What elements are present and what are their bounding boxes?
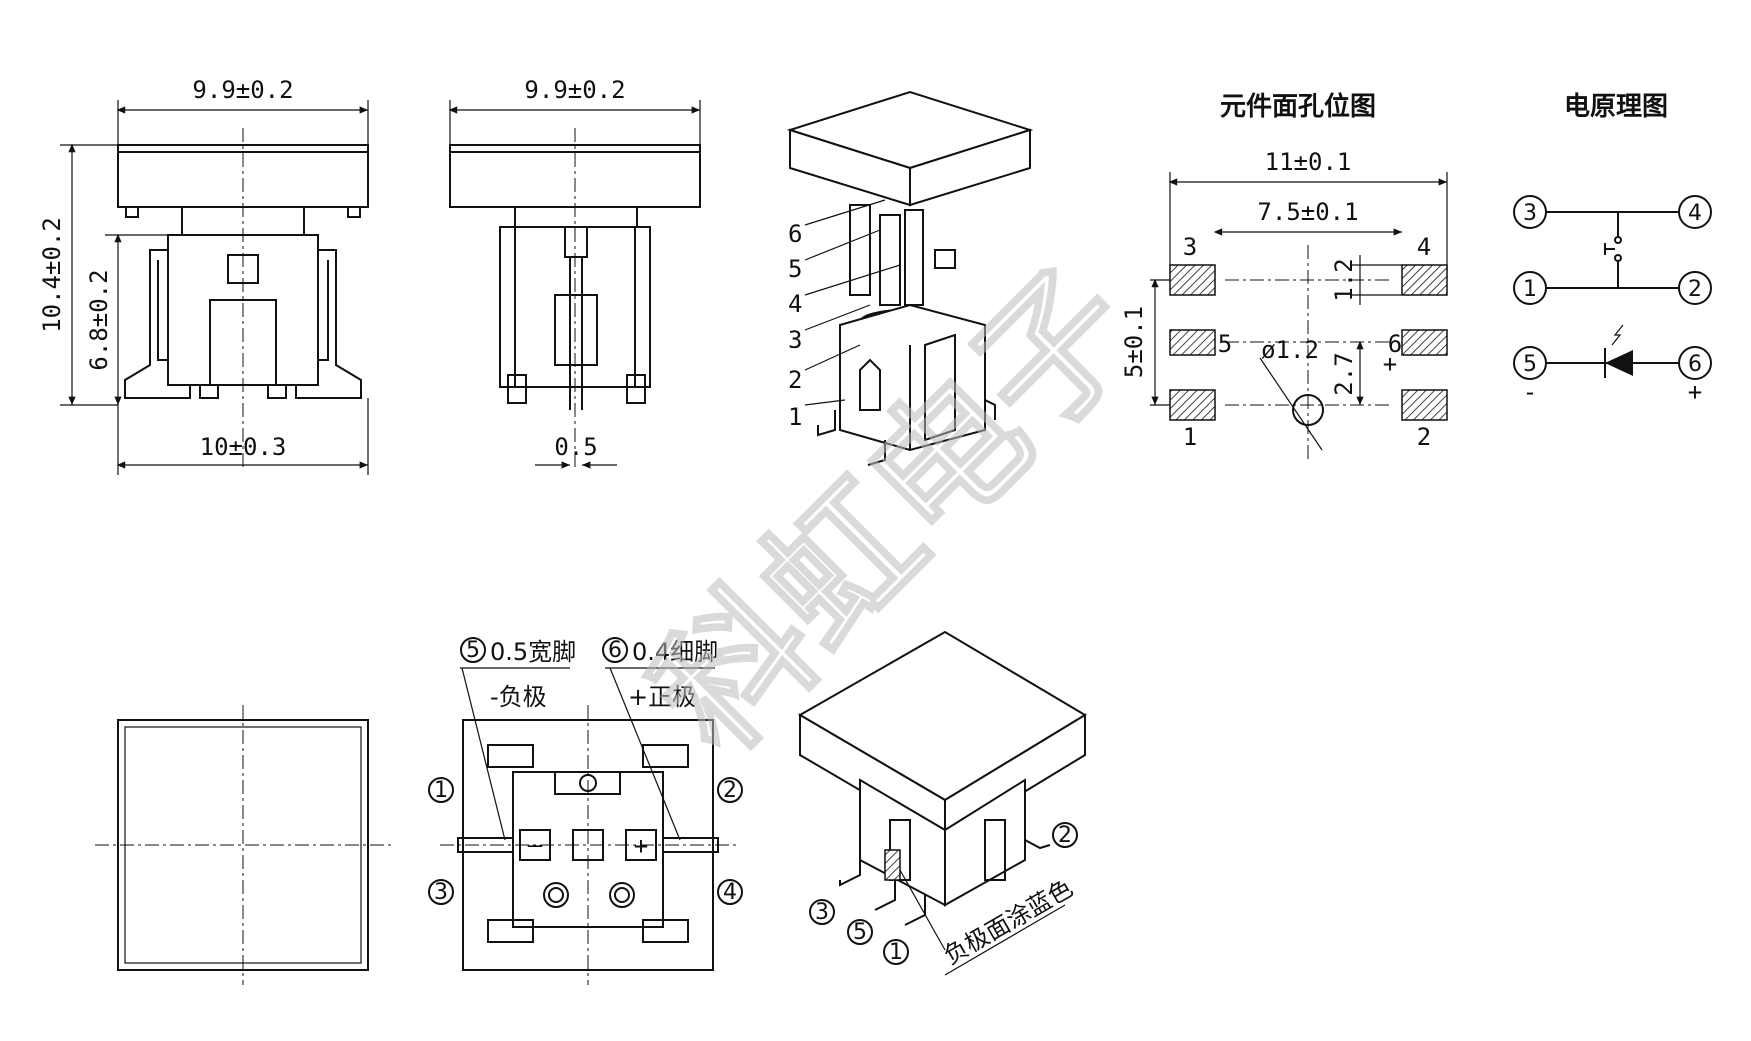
- footprint-inner-width: 7.5±0.1: [1257, 198, 1358, 226]
- footprint-vertical-span: 5±0.1: [1120, 306, 1148, 378]
- pad-label-6: 6: [1388, 330, 1402, 358]
- bottom-label-6: 6: [608, 638, 622, 663]
- bottom-label-1: 1: [434, 778, 448, 803]
- schem-pin-5: 5: [1523, 352, 1537, 377]
- front-body-height: 6.8±0.2: [85, 269, 113, 370]
- bottom-plus-mark: +: [634, 832, 648, 860]
- iso-view: 2 3 5 1 负极面涂蓝色: [798, 630, 1087, 976]
- exploded-view: 6 5 4 3 2 1: [786, 90, 1034, 466]
- callout-4: 4: [788, 290, 802, 318]
- pin6-width-label: 0.4细脚: [632, 638, 718, 666]
- front-bottom-width: 10±0.3: [200, 433, 287, 461]
- bottom-label-4: 4: [723, 880, 737, 905]
- schem-pin-1: 1: [1523, 277, 1537, 302]
- callout-5: 5: [788, 255, 802, 283]
- pin5-width-label: 0.5宽脚: [490, 638, 576, 666]
- hole-diameter: ø1.2: [1261, 336, 1319, 364]
- pin5-polarity: -负极: [490, 683, 547, 711]
- side-pin-width: 0.5: [554, 433, 597, 461]
- schem-pin-6: 6: [1688, 352, 1702, 377]
- bottom-label-3: 3: [434, 880, 448, 905]
- schem-minus: -: [1523, 378, 1537, 406]
- side-top-width: 9.9±0.2: [524, 76, 625, 104]
- bottom-label-5: 5: [466, 638, 480, 663]
- schematic-title: 电原理图: [1564, 92, 1668, 122]
- pad-height: 1.2: [1330, 258, 1358, 301]
- pad-label-3: 3: [1183, 233, 1197, 261]
- bottom-view: — + 5 0.5宽脚 -负极 6 0.4细脚 +正极 1 2 3 4: [428, 637, 743, 985]
- bottom-label-2: 2: [723, 778, 737, 803]
- schem-pin-3: 3: [1523, 201, 1537, 226]
- schem-pin-2: 2: [1688, 277, 1702, 302]
- front-top-width: 9.9±0.2: [192, 76, 293, 104]
- hole-offset: 2.7: [1330, 352, 1358, 395]
- iso-label-1: 1: [889, 940, 903, 965]
- iso-label-5: 5: [853, 920, 867, 945]
- pad-label-2: 2: [1417, 423, 1431, 451]
- top-view: [95, 705, 395, 985]
- front-view: 9.9±0.2 10.4±0.2 6.8±0.2 10±0.3: [38, 76, 369, 475]
- side-view: 9.9±0.2 0.5: [448, 76, 701, 470]
- front-total-height: 10.4±0.2: [38, 217, 66, 333]
- callout-3: 3: [788, 326, 802, 354]
- pin6-polarity: +正极: [628, 683, 696, 711]
- pad-plus: +: [1383, 350, 1397, 378]
- exploded-callouts: 6 5 4 3 2 1: [788, 199, 901, 431]
- schem-plus: +: [1688, 378, 1702, 406]
- pad-label-1: 1: [1183, 423, 1197, 451]
- schematic: 电原理图 3 4 1 2 5 6 - +: [1513, 92, 1712, 406]
- iso-label-3: 3: [815, 900, 829, 925]
- schematic-pins: 3 4 1 2 5 6 - +: [1513, 195, 1712, 406]
- iso-label-2: 2: [1058, 823, 1072, 848]
- pad-label-4: 4: [1417, 233, 1431, 261]
- callout-6: 6: [788, 220, 802, 248]
- schem-pin-4: 4: [1688, 201, 1702, 226]
- footprint-view: 元件面孔位图 11±0.1 7.5±0.1 3 4 5 6 1 2 + ø1.2…: [1120, 91, 1448, 460]
- callout-1: 1: [788, 403, 802, 431]
- callout-2: 2: [788, 366, 802, 394]
- footprint-outer-width: 11±0.1: [1265, 148, 1352, 176]
- pad-label-5: 5: [1218, 330, 1232, 358]
- footprint-title: 元件面孔位图: [1220, 91, 1376, 122]
